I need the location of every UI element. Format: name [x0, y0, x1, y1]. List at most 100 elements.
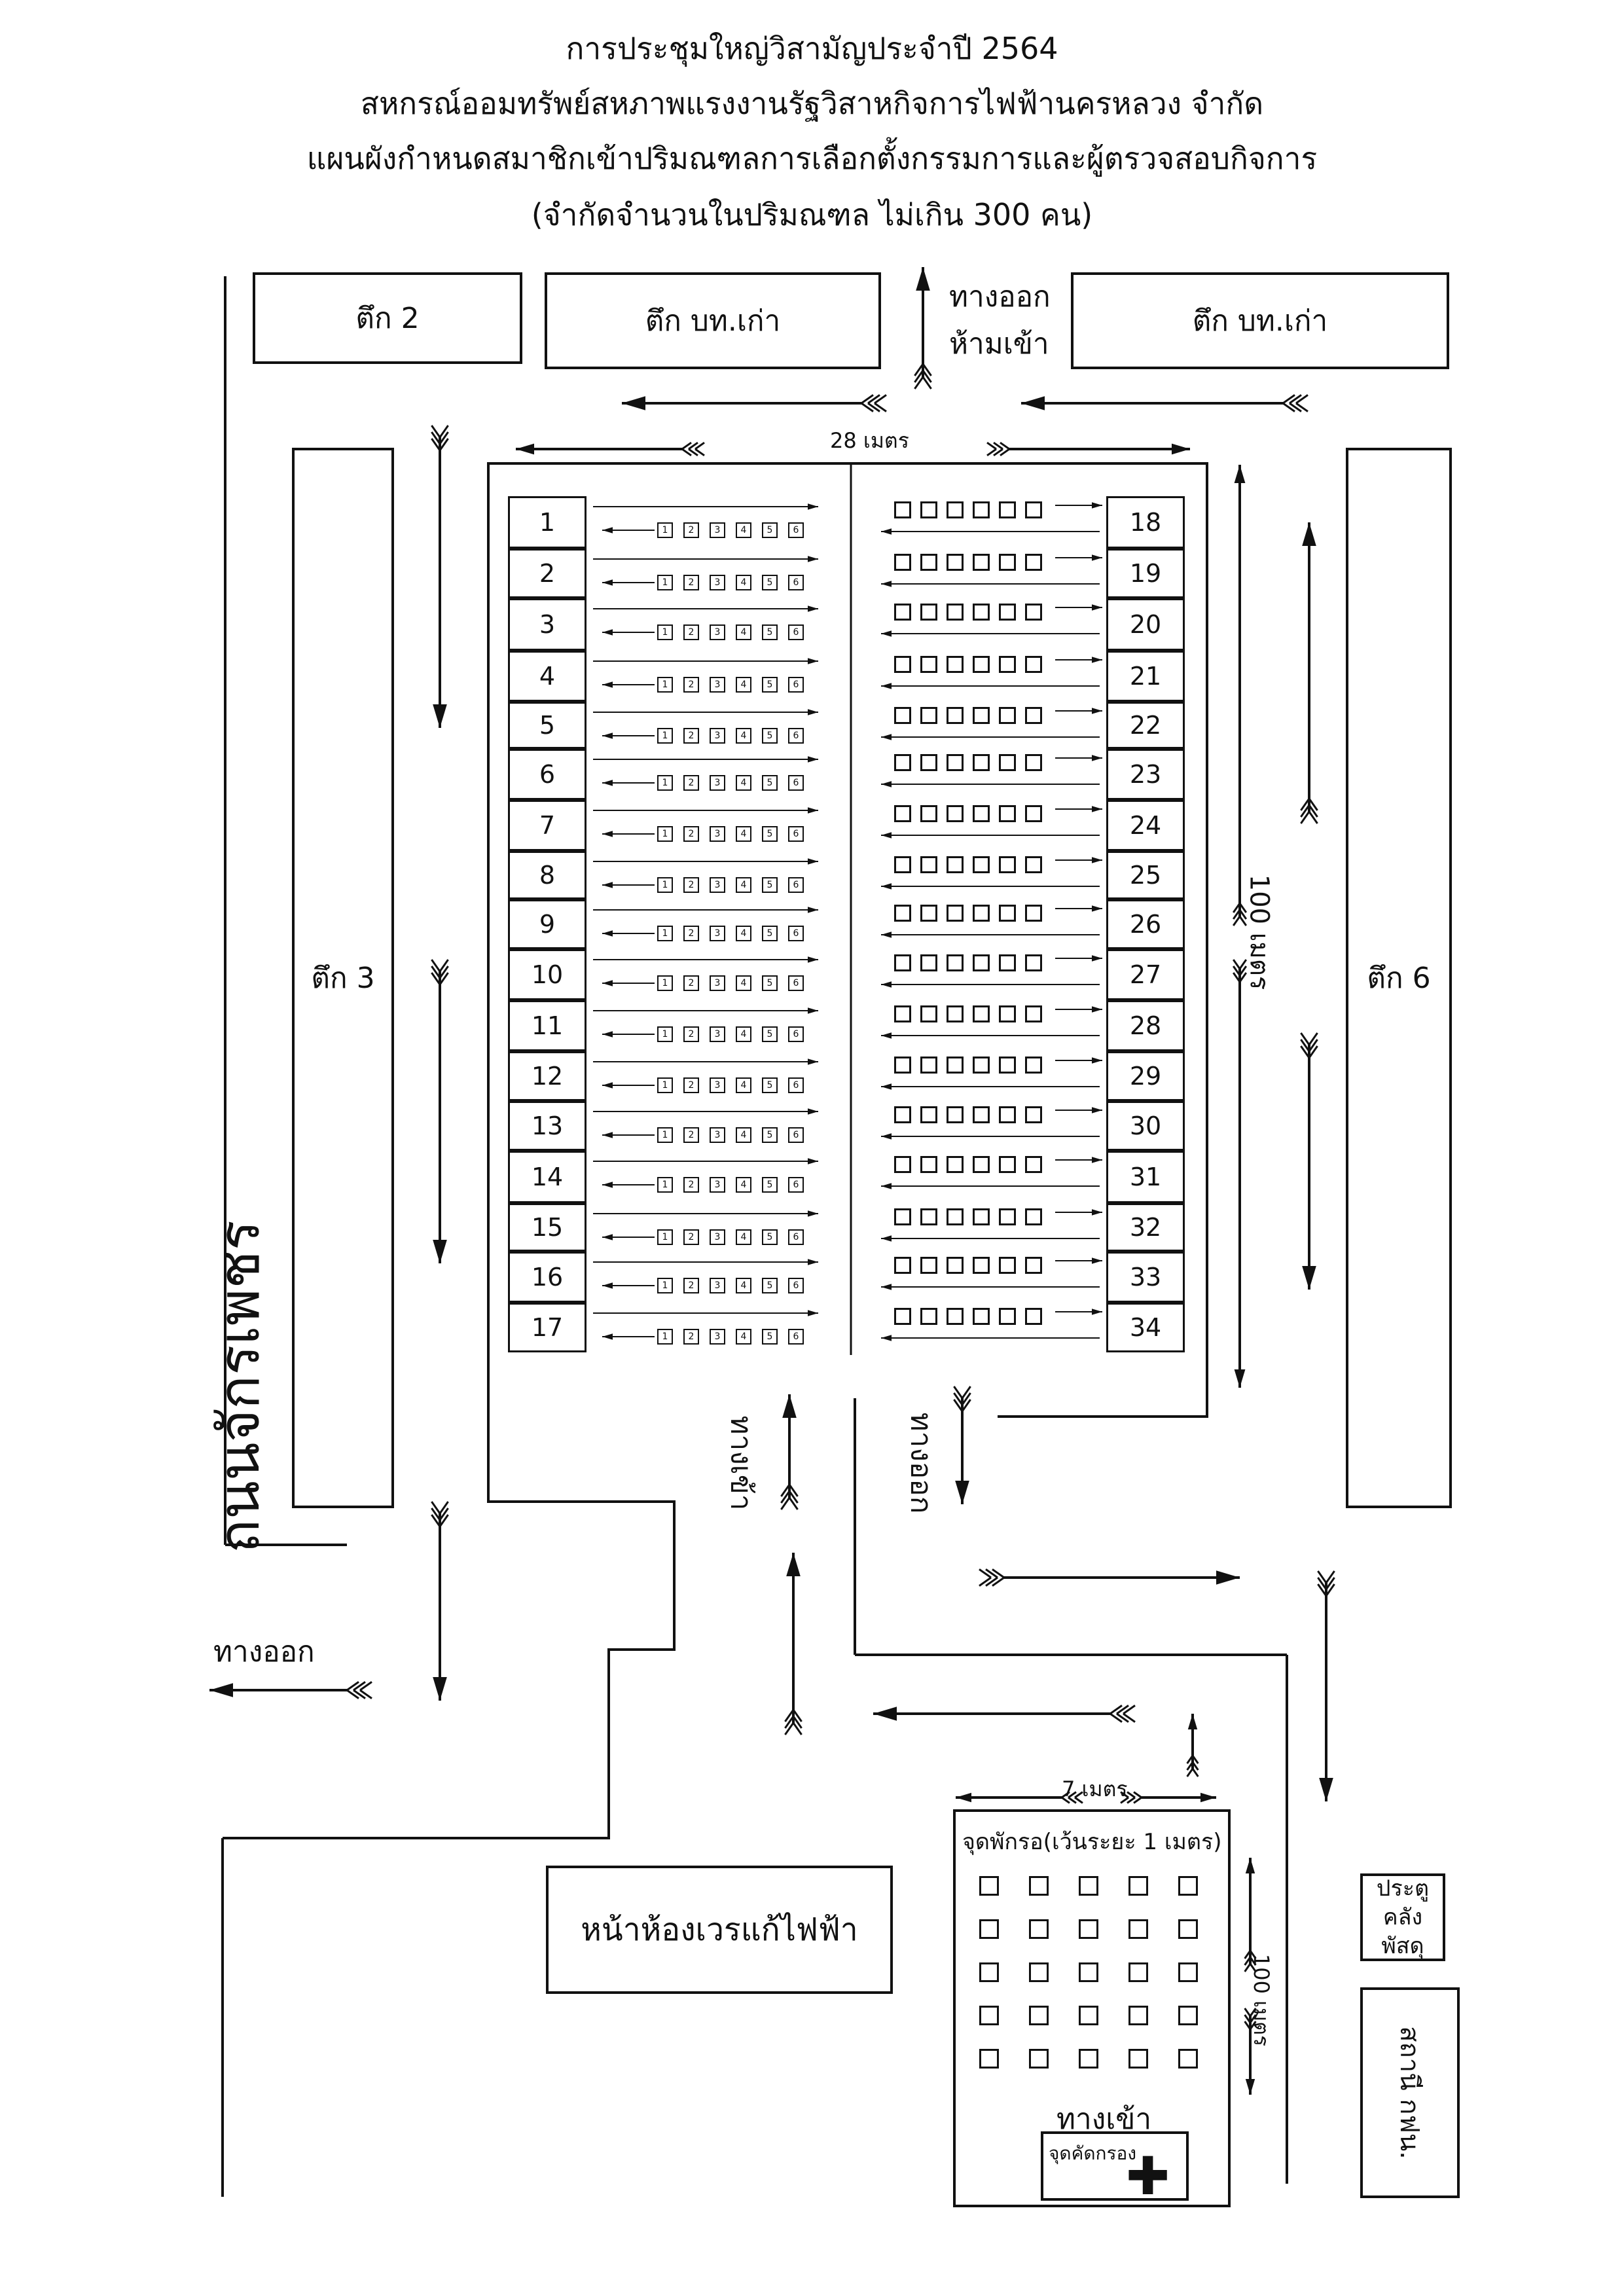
queue-right-1-3 [947, 501, 964, 518]
queue-right-8-1 [894, 856, 911, 873]
queue-left-11-5: 5 [762, 1026, 778, 1042]
queue-right-17-1 [894, 1308, 911, 1325]
queue-left-7-2: 2 [683, 826, 699, 842]
queue-left-11-2: 2 [683, 1026, 699, 1042]
queue-right-7-5 [999, 805, 1016, 822]
queue-left-5-4: 4 [736, 728, 751, 744]
queue-left-2-3: 3 [710, 575, 725, 590]
queue-left-3-1: 1 [657, 624, 673, 640]
queue-left-1-4: 4 [736, 522, 751, 538]
queue-right-3-5 [999, 604, 1016, 621]
queue-left-6-1: 1 [657, 775, 673, 791]
queue-left-15-6: 6 [788, 1229, 804, 1245]
booth-11: 11 [508, 1000, 586, 1051]
rest-point-label: จุดพักรอ(เว้นระยะ 1 เมตร) [962, 1829, 1222, 1855]
queue-right-4-5 [999, 656, 1016, 673]
queue-left-9-6: 6 [788, 926, 804, 941]
booth-34: 34 [1106, 1303, 1185, 1352]
queue-left-11-6: 6 [788, 1026, 804, 1042]
queue-right-2-6 [1025, 554, 1042, 571]
booth-7: 7 [508, 800, 586, 851]
queue-right-1-5 [999, 501, 1016, 518]
booth-13: 13 [508, 1101, 586, 1151]
queue-right-13-2 [920, 1106, 937, 1123]
queue-left-5-3: 3 [710, 728, 725, 744]
queue-right-17-5 [999, 1308, 1016, 1325]
queue-left-10-6: 6 [788, 975, 804, 991]
booth-10: 10 [508, 949, 586, 1000]
queue-left-7-1: 1 [657, 826, 673, 842]
length-100-label: 100 เมตร [1244, 874, 1274, 990]
queue-left-4-5: 5 [762, 677, 778, 693]
queue-right-11-6 [1025, 1005, 1042, 1022]
booth-4: 4 [508, 651, 586, 702]
booth-2: 2 [508, 549, 586, 598]
booth-17: 17 [508, 1303, 586, 1352]
queue-left-16-3: 3 [710, 1278, 725, 1293]
rest-spot [979, 2049, 999, 2069]
queue-left-2-1: 1 [657, 575, 673, 590]
station: สถานี กฟน. [1360, 1987, 1460, 2198]
queue-left-8-1: 1 [657, 877, 673, 893]
queue-right-6-1 [894, 754, 911, 771]
queue-right-5-4 [973, 707, 990, 724]
queue-right-7-4 [973, 805, 990, 822]
queue-left-12-2: 2 [683, 1077, 699, 1093]
rest-spot [1079, 1919, 1098, 1939]
queue-right-12-4 [973, 1057, 990, 1074]
rest-spot [1079, 1876, 1098, 1896]
rest-spot [1079, 1962, 1098, 1982]
queue-left-12-4: 4 [736, 1077, 751, 1093]
queue-right-4-3 [947, 656, 964, 673]
queue-right-16-6 [1025, 1257, 1042, 1274]
cross-icon: ✚ [1126, 2146, 1170, 2207]
booth-26: 26 [1106, 899, 1185, 949]
queue-left-8-6: 6 [788, 877, 804, 893]
queue-right-12-5 [999, 1057, 1016, 1074]
queue-left-15-2: 2 [683, 1229, 699, 1245]
queue-right-6-6 [1025, 754, 1042, 771]
queue-right-6-4 [973, 754, 990, 771]
building-2: ตึก 2 [253, 272, 522, 364]
rest-spot [1178, 1962, 1198, 1982]
queue-right-17-6 [1025, 1308, 1042, 1325]
booth-25: 25 [1106, 851, 1185, 899]
queue-left-15-5: 5 [762, 1229, 778, 1245]
queue-right-17-4 [973, 1308, 990, 1325]
queue-right-11-2 [920, 1005, 937, 1022]
queue-left-17-2: 2 [683, 1329, 699, 1345]
queue-left-3-6: 6 [788, 624, 804, 640]
queue-left-8-4: 4 [736, 877, 751, 893]
queue-left-4-4: 4 [736, 677, 751, 693]
exit-label: ทางออก [904, 1412, 938, 1514]
queue-left-13-1: 1 [657, 1127, 673, 1143]
queue-right-14-3 [947, 1156, 964, 1173]
queue-left-16-1: 1 [657, 1278, 673, 1293]
queue-right-11-5 [999, 1005, 1016, 1022]
queue-left-16-5: 5 [762, 1278, 778, 1293]
queue-right-14-4 [973, 1156, 990, 1173]
width-28-label: 28 เมตร [830, 428, 909, 453]
booth-29: 29 [1106, 1051, 1185, 1101]
building-old-left: ตึก บท.เก่า [545, 272, 881, 369]
queue-left-10-1: 1 [657, 975, 673, 991]
booth-21: 21 [1106, 651, 1185, 702]
queue-right-16-3 [947, 1257, 964, 1274]
queue-left-17-4: 4 [736, 1329, 751, 1345]
queue-left-14-1: 1 [657, 1177, 673, 1193]
queue-left-15-1: 1 [657, 1229, 673, 1245]
rest-spot [979, 1876, 999, 1896]
queue-right-13-1 [894, 1106, 911, 1123]
booth-5: 5 [508, 702, 586, 749]
rest-spot [1178, 2049, 1198, 2069]
queue-left-12-3: 3 [710, 1077, 725, 1093]
queue-right-13-6 [1025, 1106, 1042, 1123]
exit-no-entry-label-2: ห้ามเข้า [949, 327, 1049, 361]
booth-18: 18 [1106, 496, 1185, 549]
queue-left-12-1: 1 [657, 1077, 673, 1093]
rest-spot [1029, 1876, 1049, 1896]
queue-right-1-1 [894, 501, 911, 518]
queue-right-6-2 [920, 754, 937, 771]
road-label: ถนนจักรเพชร [206, 1220, 272, 1553]
queue-right-7-3 [947, 805, 964, 822]
